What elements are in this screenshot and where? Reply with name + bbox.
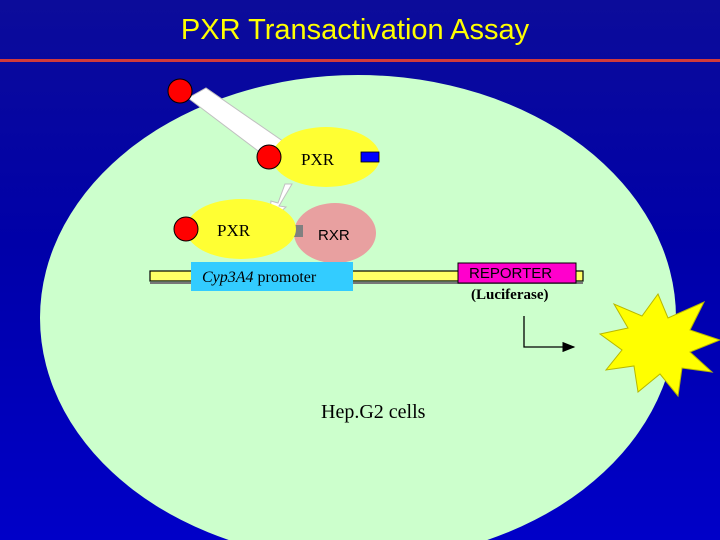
luciferase-label: (Luciferase)	[471, 287, 548, 303]
ligand-circle-entering	[167, 78, 193, 104]
promoter-word: promoter	[254, 269, 317, 286]
cell-label: Hep.G2 cells	[321, 401, 426, 423]
pxr-bottom-label: PXR	[217, 221, 251, 240]
ligand-circle-bottom	[173, 216, 199, 242]
dna-track	[149, 270, 584, 282]
promoter-box	[191, 262, 353, 291]
pxr-bottom	[186, 199, 296, 259]
transcription-arrow	[523, 316, 576, 353]
pxr-top-label: PXR	[301, 150, 335, 169]
ligand-circle-top	[256, 144, 282, 170]
rxr-label: RXR	[318, 227, 350, 244]
pxr-dna-binding-tab	[360, 151, 380, 163]
title-rule	[0, 59, 720, 62]
rxr-protein	[294, 203, 376, 263]
luciferase-light-burst-icon	[598, 292, 720, 398]
hepg2-cell	[40, 75, 676, 540]
promoter-label: Cyp3A4 promoter	[202, 269, 317, 286]
slide-title: PXR Transactivation Assay	[180, 14, 530, 46]
pxr-top	[272, 127, 380, 187]
reporter-box	[457, 262, 577, 284]
reporter-label: REPORTER	[469, 265, 552, 282]
promoter-gene: Cyp3A4	[202, 269, 254, 286]
